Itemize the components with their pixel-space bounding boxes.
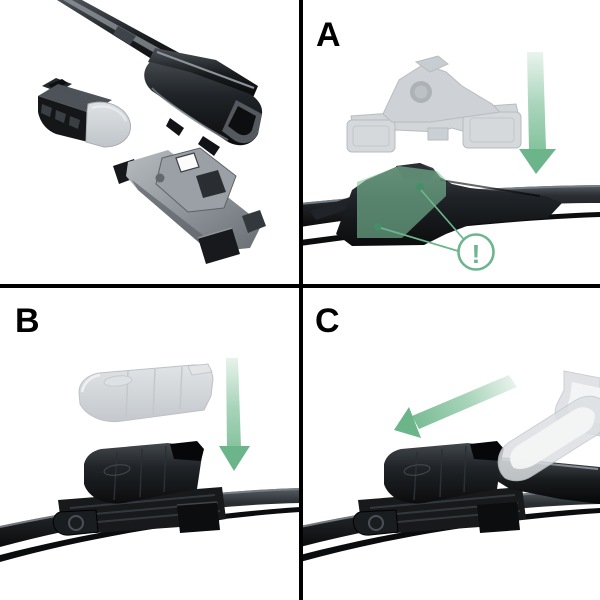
- cap-tab-1: [41, 104, 52, 117]
- adapter-pin-hole: [155, 173, 165, 183]
- mounted-adapter-seam: [439, 179, 541, 197]
- cap-shell: [85, 101, 131, 148]
- blade-wing: [310, 197, 356, 220]
- cover-seams: [413, 445, 467, 501]
- rail-end-cap: [52, 509, 99, 536]
- ghost-adapter-hump: [382, 63, 502, 123]
- end-cap-ring: [68, 515, 84, 531]
- vertical-divider: [299, 0, 303, 600]
- adapter-notch: [242, 210, 266, 233]
- adapter-frame: [155, 147, 237, 213]
- blade-beam: [300, 489, 600, 547]
- rail-end-cap: [352, 509, 399, 536]
- arrow-head: [394, 407, 421, 438]
- ghost-adapter: [346, 55, 522, 153]
- ghost-adapter-clip: [427, 127, 449, 141]
- blade-assembly-b: [0, 441, 301, 562]
- panel-step-b: [0, 358, 301, 562]
- cap-shell-highlight: [91, 105, 127, 122]
- adapter-foot-front: [198, 228, 240, 264]
- ghost-cover: [78, 363, 214, 423]
- arrow-shaft: [412, 375, 517, 429]
- end-cap-ring: [368, 515, 384, 531]
- arrow-shaft: [527, 52, 546, 150]
- panel-step-c: [299, 370, 600, 562]
- wiper-arm-illustration: [57, 0, 263, 156]
- ghost-cover-emboss: [103, 375, 133, 387]
- cap-tab-3: [69, 116, 80, 129]
- blade-rubber: [300, 212, 600, 246]
- rail-block: [177, 502, 220, 533]
- ghost-adapter-hole-inner: [414, 85, 428, 99]
- panel-b-arrow-icon: [219, 358, 250, 471]
- blade-rubber: [0, 507, 300, 562]
- ghost-adapter-foot-left: [346, 119, 396, 153]
- cover-latch: [470, 441, 504, 461]
- adapter-body-shade: [132, 180, 222, 252]
- arm-channel-highlight: [151, 87, 229, 141]
- cover-latch: [170, 441, 204, 461]
- ghost-foot-left-inner: [352, 125, 390, 147]
- ghost-adapter-tab: [414, 55, 449, 73]
- arm-tab-2: [198, 136, 220, 156]
- ghost-adapter-foot-right: [462, 111, 522, 149]
- warning-exclamation: !: [472, 239, 481, 269]
- arm-step: [113, 26, 136, 45]
- arrow-shaft: [226, 358, 241, 448]
- hook-plate-highlight: [156, 51, 255, 89]
- panel-a-label: A: [316, 16, 341, 54]
- attachment-point-1: [416, 183, 424, 191]
- ghost-cover-highlight: [80, 373, 101, 393]
- ghost-foot-right-inner: [469, 117, 515, 143]
- cap-tab-2: [55, 110, 66, 123]
- arrow-head: [219, 446, 250, 471]
- panel-parts: [38, 0, 266, 264]
- attachment-zone-highlight: [357, 166, 446, 238]
- blade-rubber: [300, 508, 600, 562]
- warning-circle-icon: [457, 233, 495, 271]
- attachment-point-2: [374, 223, 382, 231]
- cover-emboss: [103, 464, 131, 476]
- adapter-hole-open: [175, 152, 200, 173]
- ghost-arm: [497, 370, 600, 482]
- mounted-cover: [384, 443, 503, 504]
- panel-c-label: C: [315, 302, 340, 340]
- end-cap-illustration: [38, 78, 131, 148]
- arrow-head: [519, 149, 556, 174]
- blade-beam: [0, 488, 300, 547]
- ghost-arm-channel-inner: [510, 407, 595, 469]
- cover-emboss: [403, 464, 431, 476]
- spare-adapter-illustration: [113, 147, 266, 264]
- mounted-cover: [84, 443, 203, 504]
- panel-c-arrow-icon: [394, 375, 517, 438]
- rail-block: [477, 502, 520, 533]
- panel-b-label: B: [15, 302, 40, 340]
- cover-seams: [113, 445, 167, 501]
- horizontal-divider: [0, 284, 600, 288]
- ghost-cover-latch: [187, 363, 213, 376]
- leader-line-1: [420, 189, 468, 244]
- panel-a-arrow-icon: [519, 52, 556, 174]
- blade-assembly-a: !: [299, 163, 600, 271]
- adapter-hole-dark: [196, 170, 226, 198]
- leader-line-2: [380, 227, 459, 252]
- arm-channel-inner: [228, 106, 256, 136]
- rail-block-edge: [176, 501, 218, 506]
- adapter-foot-edge: [197, 227, 233, 239]
- arm-tab-1: [166, 118, 184, 136]
- panel-step-a: !: [299, 52, 600, 271]
